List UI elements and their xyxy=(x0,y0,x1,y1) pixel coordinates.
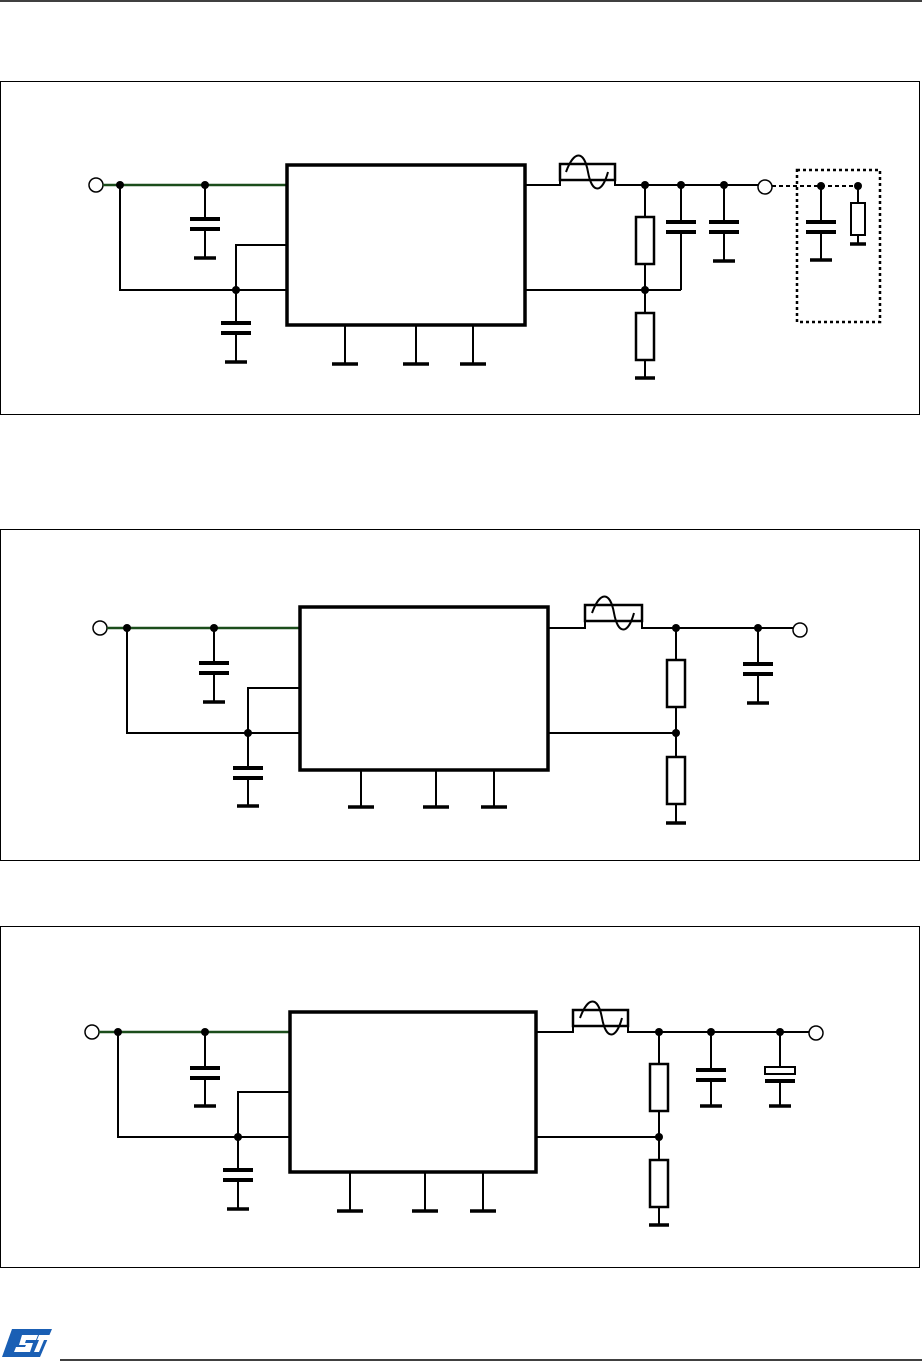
input-terminal xyxy=(85,1025,99,1039)
optional-load-box xyxy=(772,170,880,322)
input-capacitor xyxy=(190,1032,220,1106)
input-terminal xyxy=(93,621,107,635)
soft-start-capacitor xyxy=(221,290,251,362)
output-capacitor xyxy=(743,628,773,703)
st-logo xyxy=(2,1329,52,1357)
regulator-ic xyxy=(290,1012,536,1172)
output-terminal xyxy=(809,1026,823,1040)
input-capacitor xyxy=(190,185,220,258)
ground-pins xyxy=(348,770,507,807)
input-capacitor xyxy=(199,628,229,702)
figure-2-schematic xyxy=(1,530,920,861)
feedback-divider xyxy=(635,185,655,378)
output-inductor xyxy=(536,1002,811,1035)
polarized-output-capacitor xyxy=(765,1032,795,1106)
ground-pins xyxy=(332,325,486,364)
regulator-ic xyxy=(287,165,525,325)
soft-start-capacitor xyxy=(223,1137,253,1209)
feedback-divider xyxy=(666,628,686,823)
regulator-ic xyxy=(300,607,548,770)
figure-1-schematic xyxy=(1,82,920,415)
soft-start-capacitor xyxy=(233,733,263,806)
output-capacitor xyxy=(709,185,739,261)
output-terminal xyxy=(758,180,772,194)
output-terminal xyxy=(793,623,807,637)
feedforward-capacitor xyxy=(666,185,696,290)
feedback-divider xyxy=(649,1032,669,1225)
ground-pins xyxy=(337,1172,496,1211)
figure-3-schematic xyxy=(1,927,920,1268)
output-capacitor xyxy=(696,1032,726,1106)
input-terminal xyxy=(89,178,103,192)
